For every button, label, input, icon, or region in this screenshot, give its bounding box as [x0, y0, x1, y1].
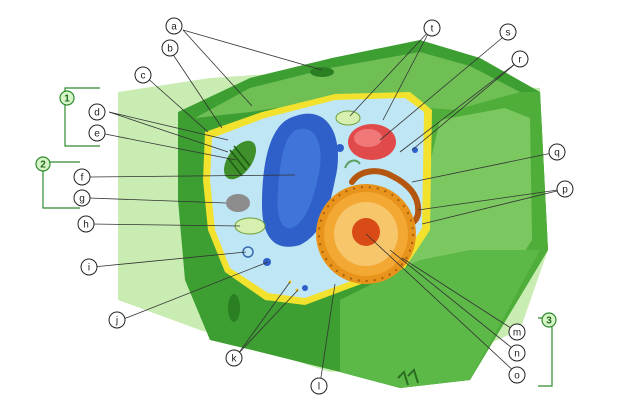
wall-pit-top [310, 67, 334, 77]
nuclear-pores [318, 186, 414, 282]
group-label-2: 2 [40, 160, 46, 171]
cell-wall-top [195, 52, 520, 118]
group-label-3: 3 [546, 316, 552, 327]
wall-pit [228, 294, 240, 322]
group-markers: 1 2 3 [35, 90, 557, 328]
label-p: p [562, 185, 568, 196]
label-b: b [167, 44, 173, 55]
label-d: d [94, 108, 100, 119]
group-label-1: 1 [64, 94, 70, 105]
label-k: k [232, 354, 238, 365]
cell-wall-corner-face [340, 250, 540, 388]
label-q: q [554, 148, 560, 159]
vesicle-1 [336, 144, 344, 152]
plasmodesmata-bands [397, 368, 419, 386]
amyloplast [226, 194, 250, 212]
label-h: h [83, 220, 89, 231]
smooth-endoplasmic-reticulum [344, 159, 361, 169]
label-a: a [171, 22, 177, 33]
label-c: c [141, 71, 146, 82]
label-r: r [518, 55, 522, 66]
label-t: t [431, 24, 434, 35]
label-j: j [115, 316, 118, 327]
label-f: f [81, 173, 84, 184]
vesicle-2 [302, 285, 308, 291]
label-m: m [513, 328, 521, 339]
mitochondrion-2 [335, 110, 361, 126]
golgi-highlight [354, 129, 382, 147]
label-i: i [88, 263, 90, 274]
label-s: s [506, 28, 511, 39]
label-o: o [514, 371, 520, 382]
label-l: l [318, 382, 320, 393]
label-markers: a b c d e f g h i j k l m n o p q [73, 17, 574, 395]
leader-lines [88, 29, 566, 385]
label-e: e [94, 129, 100, 140]
label-g: g [79, 194, 85, 205]
label-n: n [514, 349, 520, 360]
chloroplast-grana [227, 145, 251, 177]
vacuole-highlight [277, 128, 321, 229]
chloroplast [224, 140, 256, 180]
nucleolus [352, 218, 380, 246]
